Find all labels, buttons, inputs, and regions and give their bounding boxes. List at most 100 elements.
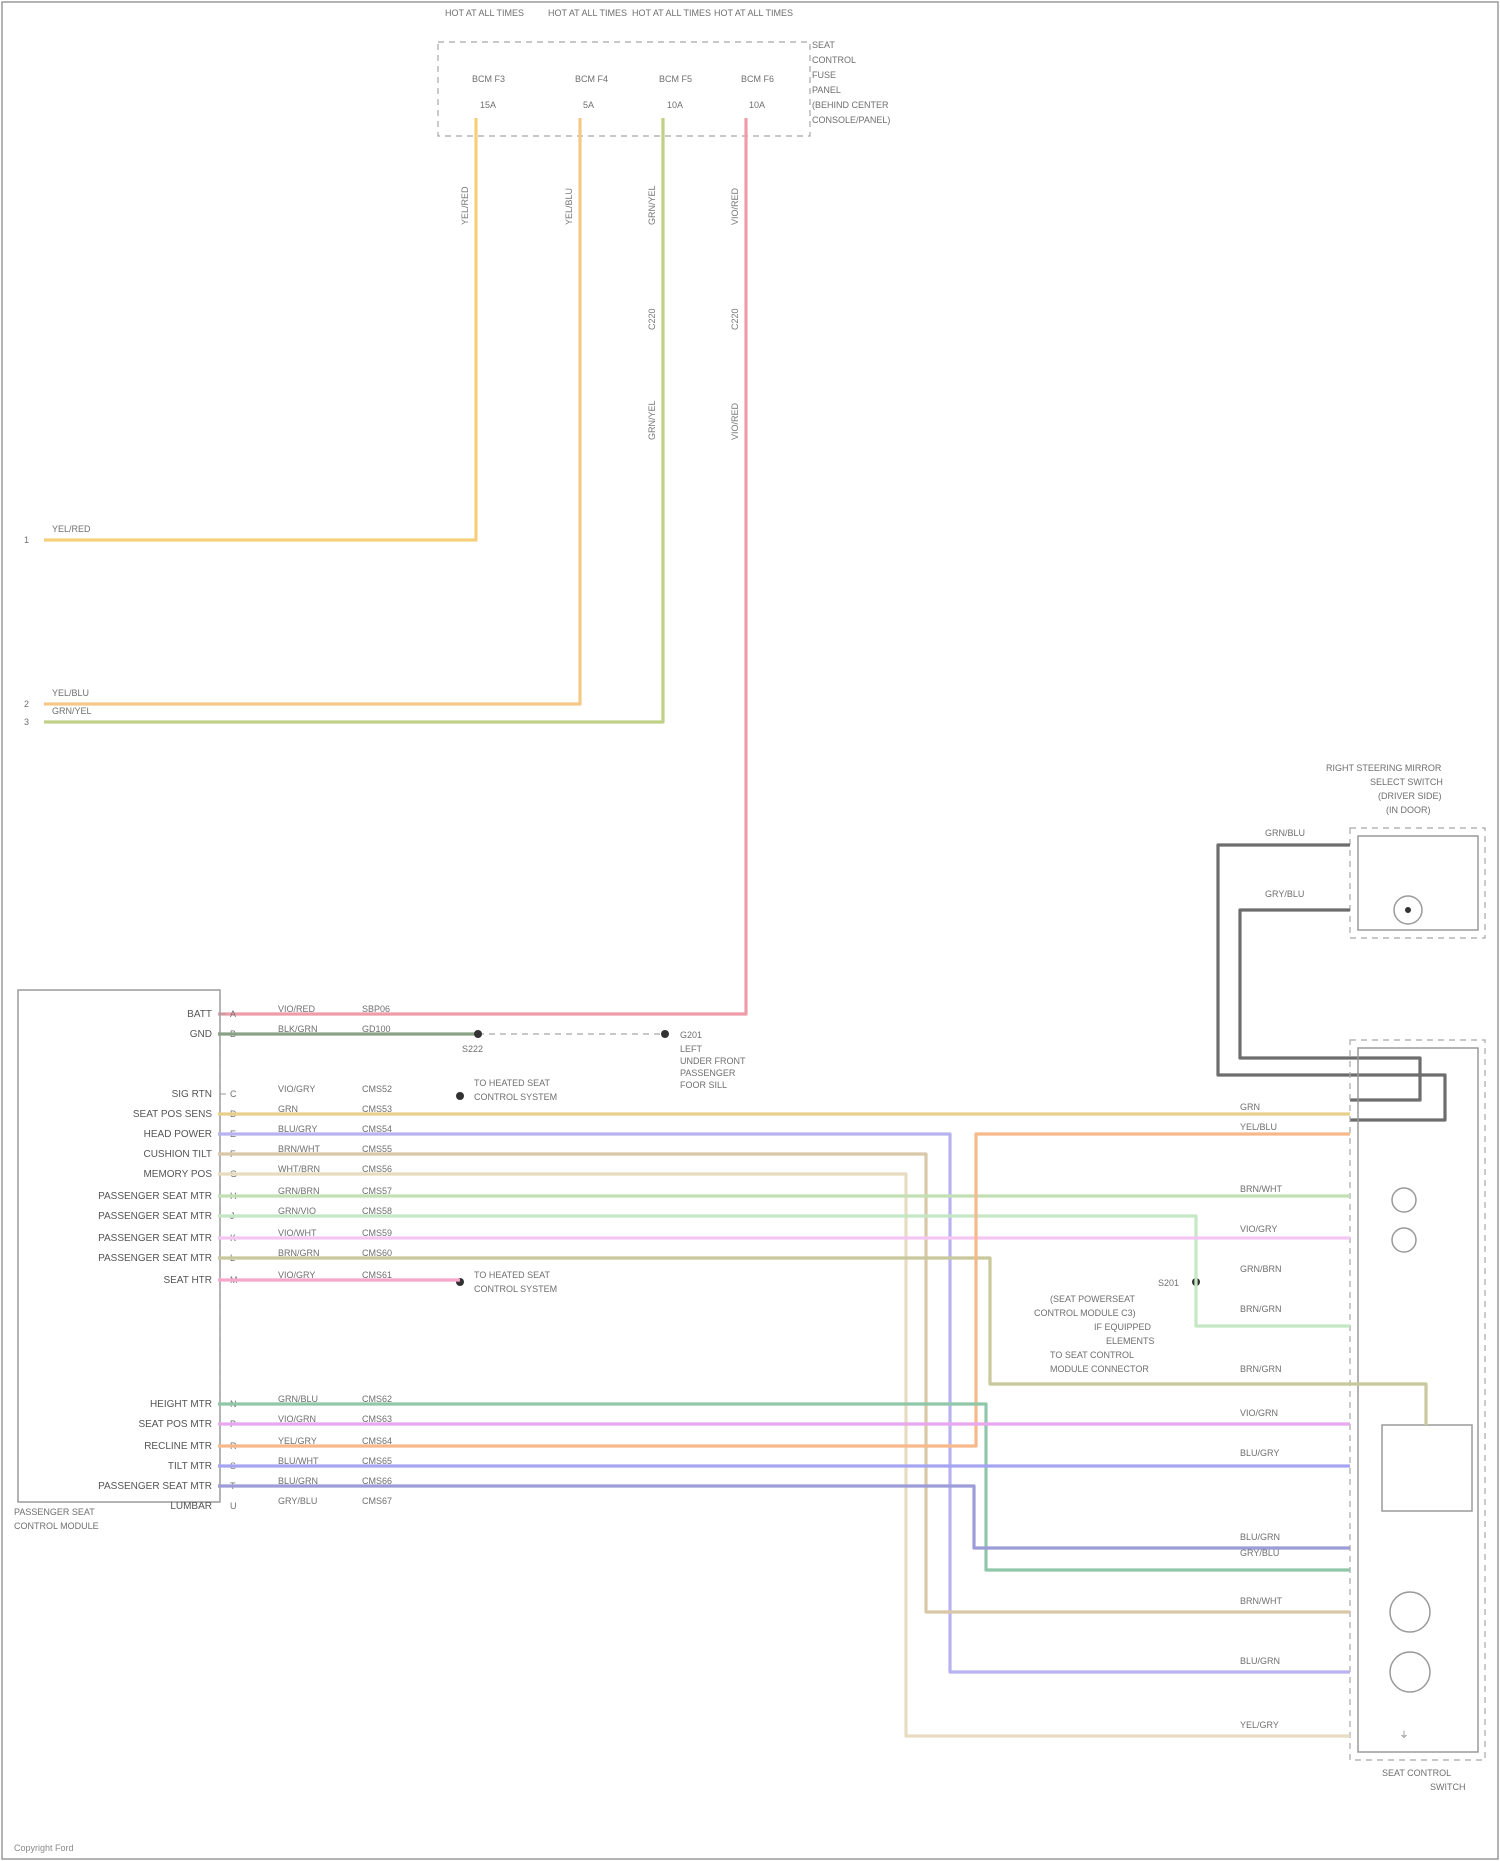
top-pin-4-rating: 10A [749,100,765,110]
pcm-row-7-label: PASSENGER SEAT MTR [98,1191,212,1202]
pcm-lower-3-label: TILT MTR [168,1461,212,1472]
motor-wire-label-3: VIO/GRY [1240,1224,1277,1234]
pcm-row-0-wire: VIO/RED [278,1004,316,1014]
svg-text:GRN/YEL: GRN/YEL [52,706,92,716]
pcm-lower-5-label: LUMBAR [170,1501,212,1512]
pcm-lower-2-label: RECLINE MTR [144,1441,212,1452]
watermark: Copyright Ford [14,1843,74,1853]
pcm-row-9-label: PASSENGER SEAT MTR [98,1233,212,1244]
motor-icon-2 [1392,1228,1416,1252]
wire-mirror-1[interactable] [1218,845,1445,1120]
motor-wire-label-10: GRY/BLU [1240,1548,1279,1558]
svg-text:2: 2 [24,699,29,709]
svg-text:(SEAT POWERSEAT: (SEAT POWERSEAT [1050,1294,1136,1304]
top-pin-1-fuse: HOT AT ALL TIMES [445,8,524,18]
ground-label: G201 [680,1030,702,1040]
wire-vio-red[interactable] [218,118,746,1014]
pcm-row-0-pin: A [230,1009,236,1019]
top-connector-description: SEAT CONTROL FUSE PANEL (BEHIND CENTER C… [812,40,890,125]
vertical-wire-labels: YEL/RED YEL/BLU GRN/YEL VIO/RED C220 C22… [460,185,740,440]
top-pin-2: HOT AT ALL TIMES BCM F4 5A [548,8,627,110]
svg-text:YEL/RED: YEL/RED [460,186,470,225]
top-pin-3-rating: 10A [667,100,683,110]
motor-wire-label-2: BRN/WHT [1240,1184,1282,1194]
svg-text:1: 1 [24,535,29,545]
pcm-name-1: PASSENGER SEAT [14,1507,95,1517]
svg-text:TO HEATED SEAT: TO HEATED SEAT [474,1078,551,1088]
top-pin-2-terminal: BCM F4 [575,74,608,84]
svg-text:C220: C220 [647,308,657,330]
pcm-row-2-label: SIG RTN [172,1089,212,1100]
wire-mtr-l[interactable] [218,1258,1426,1425]
wire-yel-red[interactable] [44,118,476,540]
right-mirror-switch[interactable]: RIGHT STEERING MIRROR SELECT SWITCH (DRI… [1265,763,1485,938]
svg-text:FUSE: FUSE [812,70,836,80]
svg-text:GRY/BLU: GRY/BLU [1265,889,1304,899]
motor-wire-label-7: VIO/GRN [1240,1408,1278,1418]
pcm-row-5-label: CUSHION TILT [143,1149,212,1160]
svg-text:3: 3 [24,717,29,727]
svg-text:GRN/YEL: GRN/YEL [647,185,657,225]
svg-text:SWITCH: SWITCH [1430,1782,1466,1792]
pcm-row-11-label: SEAT HTR [163,1275,212,1286]
svg-text:YEL/RED: YEL/RED [52,524,91,534]
pcm-lower-5-circuit: CMS67 [362,1496,392,1506]
top-pin-2-rating: 5A [583,100,594,110]
top-pin-3-fuse: HOT AT ALL TIMES [632,8,711,18]
wire-mirror-2[interactable] [1240,910,1420,1100]
pcm-row-3-label: SEAT POS SENS [133,1109,212,1120]
heated-seat-note-mid: TO HEATED SEAT CONTROL SYSTEM [456,1270,557,1294]
svg-text:TO HEATED SEAT: TO HEATED SEAT [474,1270,551,1280]
pcm-row-8-label: PASSENGER SEAT MTR [98,1211,212,1222]
svg-text:TO SEAT CONTROL: TO SEAT CONTROL [1050,1350,1134,1360]
pcm-lower-5-pin: U [230,1501,237,1511]
svg-text:MODULE CONNECTOR: MODULE CONNECTOR [1050,1364,1149,1374]
pcm-lower-5-wire: GRY/BLU [278,1496,317,1506]
routed-wires[interactable] [218,1114,1426,1736]
relay-icon [1382,1425,1472,1511]
svg-text:SEAT: SEAT [812,40,835,50]
pcm-row-2-circuit: CMS52 [362,1084,392,1094]
svg-text:UNDER FRONT: UNDER FRONT [680,1056,746,1066]
svg-text:S201: S201 [1158,1278,1179,1288]
svg-text:VIO/RED: VIO/RED [730,402,740,440]
pcm-lower-rows: HEIGHT MTRNGRN/BLUCMS62SEAT POS MTRPVIO/… [98,1394,392,1512]
pcm-lower-0-label: HEIGHT MTR [150,1399,212,1410]
svg-text:VIO/RED: VIO/RED [730,187,740,225]
motor-icon-3 [1390,1592,1430,1632]
svg-text:RIGHT STEERING MIRROR: RIGHT STEERING MIRROR [1326,763,1442,773]
pcm-name-2: CONTROL MODULE [14,1521,99,1531]
ground-icon: ⏚ [1399,1730,1408,1740]
seat-control-switch[interactable]: SEAT CONTROL SWITCH ⏚ [1350,1040,1485,1792]
svg-text:CONTROL SYSTEM: CONTROL SYSTEM [474,1284,557,1294]
svg-text:LEFT: LEFT [680,1044,703,1054]
ground-node [661,1030,669,1038]
pcm-lower-1-label: SEAT POS MTR [138,1419,212,1430]
motor-wire-label-12: BLU/GRN [1240,1656,1280,1666]
pcm-row-1-label: GND [190,1029,212,1040]
motor-wire-label-9: BLU/GRN [1240,1532,1280,1542]
left-stubs: 1 YEL/RED 2 YEL/BLU 3 GRN/YEL [24,524,92,727]
svg-text:FOOR SILL: FOOR SILL [680,1080,727,1090]
svg-text:CONTROL MODULE C3): CONTROL MODULE C3) [1034,1308,1136,1318]
motor-wire-label-8: BLU/GRY [1240,1448,1279,1458]
splice-label: S222 [462,1044,483,1054]
wire-yel-blu[interactable] [44,118,580,704]
top-pin-3-terminal: BCM F5 [659,74,692,84]
motor-icon-4 [1390,1652,1430,1692]
svg-text:PASSENGER: PASSENGER [680,1068,736,1078]
pcm-row-2-wire: VIO/GRY [278,1084,315,1094]
pcm-lower-4-label: PASSENGER SEAT MTR [98,1481,212,1492]
svg-text:ELEMENTS: ELEMENTS [1106,1336,1155,1346]
motor-wire-label-13: YEL/GRY [1240,1720,1279,1730]
top-connector[interactable]: HOT AT ALL TIMES BCM F3 15A HOT AT ALL T… [438,8,890,136]
svg-text:GRN/BLU: GRN/BLU [1265,828,1305,838]
pcm-row-6-label: MEMORY POS [143,1169,212,1180]
top-pin-4-terminal: BCM F6 [741,74,774,84]
svg-text:C220: C220 [730,308,740,330]
splice-note: S201 (SEAT POWERSEAT CONTROL MODULE C3) … [1034,1278,1200,1374]
motor-wire-label-0: GRN [1240,1102,1260,1112]
pcm-row-4-label: HEAD POWER [144,1129,212,1140]
svg-text:CONSOLE/PANEL): CONSOLE/PANEL) [812,115,890,125]
